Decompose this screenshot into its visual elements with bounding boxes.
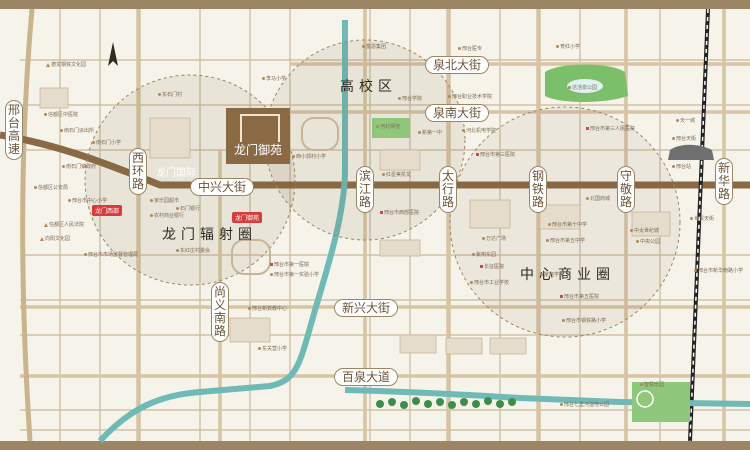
- poi[interactable]: 家商学校: [540, 272, 564, 278]
- landmark-hebei-normal[interactable]: 河北师范: [376, 124, 400, 130]
- poi[interactable]: 邢台天街: [672, 136, 696, 142]
- poi[interactable]: 邢台市工业学校: [470, 280, 509, 286]
- poi[interactable]: 邢台市中心小学: [68, 198, 107, 204]
- poi[interactable]: 邢台市第三医院: [476, 152, 515, 158]
- road-xinxing-street[interactable]: 新兴大街: [334, 299, 399, 317]
- landmark-central-park[interactable]: 中央公园: [636, 239, 660, 245]
- poi[interactable]: 邢台市第三人民医院: [586, 126, 635, 132]
- project-logo[interactable]: 龙门御苑: [226, 108, 290, 164]
- zone-commercial: 中心商业圈: [520, 267, 615, 283]
- zone-college: 高校区: [340, 79, 397, 95]
- poi[interactable]: 天一城: [676, 118, 695, 124]
- road-taihang-road[interactable]: 太行路: [439, 166, 457, 213]
- project-badge: 龙门御苑: [232, 212, 263, 223]
- poi[interactable]: 西小郭村小学: [292, 154, 326, 160]
- poi[interactable]: 家乐园超市: [150, 198, 179, 204]
- poi[interactable]: 东关营小学: [258, 346, 287, 352]
- poi[interactable]: 东石门村: [158, 92, 182, 98]
- poi[interactable]: 红星美凯龙: [382, 172, 411, 178]
- poi[interactable]: 信都区公安局: [34, 185, 68, 191]
- longmen-intl-label: 龙门国际: [156, 168, 196, 179]
- poi[interactable]: 中太世纪城: [630, 228, 659, 234]
- road-quannan-street[interactable]: 泉南大街: [425, 104, 490, 122]
- road-binjiang-road[interactable]: 滨江路: [356, 166, 374, 213]
- poi[interactable]: 紫荆东园: [472, 252, 496, 258]
- poi[interactable]: 智慧乐园: [640, 382, 664, 388]
- poi[interactable]: 向阳文化园: [40, 236, 70, 242]
- road-quanbei-street[interactable]: 泉北大街: [425, 56, 490, 74]
- poi[interactable]: 邢台市第十中学: [548, 222, 587, 228]
- landmark-qingshan-park[interactable]: 达活泉公园: [568, 85, 597, 91]
- longmen-xibu-badge: 龙门西部: [92, 205, 123, 216]
- poi[interactable]: 富恩集团: [362, 44, 386, 50]
- landmark-wanda[interactable]: 万达广场: [482, 236, 506, 242]
- poi[interactable]: 信都区中医院: [44, 112, 78, 118]
- poi[interactable]: 邢台市新华南路小学: [694, 268, 743, 274]
- poi[interactable]: 李马小学: [262, 76, 286, 82]
- poi[interactable]: 信都区人民法院: [44, 222, 84, 228]
- road-baiquan-avenue[interactable]: 百泉大道: [334, 368, 399, 386]
- poi[interactable]: 长征医院: [480, 264, 504, 270]
- poi[interactable]: 河北机电学院: [462, 128, 496, 134]
- road-xinhua-road[interactable]: 新华路: [715, 158, 733, 205]
- zone-longmen: 龙门辐射圈: [162, 227, 257, 243]
- road-shoujing-road[interactable]: 守敬路: [617, 166, 635, 213]
- poi[interactable]: 新第一中: [418, 130, 442, 136]
- poi[interactable]: 邢台市市场监督管理局: [84, 252, 138, 258]
- poi[interactable]: 邢台市第一实验小学: [270, 272, 319, 278]
- poi[interactable]: 邢台市钢铁路小学: [562, 318, 606, 324]
- poi[interactable]: 邢台市第一医院: [270, 262, 309, 268]
- poi[interactable]: 德龙钢铁文化园: [46, 62, 86, 68]
- poi[interactable]: 邢台职业技术学院: [448, 94, 492, 100]
- poi[interactable]: 南石门小学: [92, 140, 121, 146]
- gate-icon: [240, 114, 280, 142]
- road-gangtie-road[interactable]: 钢铁路: [529, 166, 547, 213]
- road-shangyi-south-road[interactable]: 尚义南路: [211, 282, 229, 342]
- road-zhongxing-street[interactable]: 中兴大街: [190, 178, 255, 196]
- road-xihuan-road[interactable]: 西环路: [129, 148, 147, 195]
- poi[interactable]: 北国商城: [586, 196, 610, 202]
- poi[interactable]: 世贸天街: [690, 216, 714, 222]
- poi[interactable]: 邢台市第五中学: [546, 238, 585, 244]
- road-xingtai-expressway[interactable]: 邢台高速: [5, 100, 23, 160]
- poi[interactable]: 南石门派出所: [60, 128, 94, 134]
- project-name: 龙门御苑: [233, 143, 282, 157]
- poi[interactable]: 东红庄村委会: [176, 248, 210, 254]
- poi[interactable]: 邢台市西部医院: [380, 210, 419, 216]
- poi[interactable]: 邢台七里河湿地公园: [560, 402, 609, 408]
- poi[interactable]: 邢台新数教中心: [248, 306, 287, 312]
- poi[interactable]: 育红小学: [556, 44, 580, 50]
- poi[interactable]: 南石门镇政府: [62, 164, 96, 170]
- poi[interactable]: 农村商业银行: [150, 213, 184, 219]
- landmark-xingtai-station[interactable]: 邢台站: [672, 164, 691, 170]
- poi[interactable]: 邢台医专: [458, 46, 482, 52]
- poi[interactable]: 石门银行: [176, 206, 200, 212]
- poi[interactable]: 邢台市第五医院: [560, 294, 599, 300]
- poi[interactable]: 邢台学院: [398, 96, 422, 102]
